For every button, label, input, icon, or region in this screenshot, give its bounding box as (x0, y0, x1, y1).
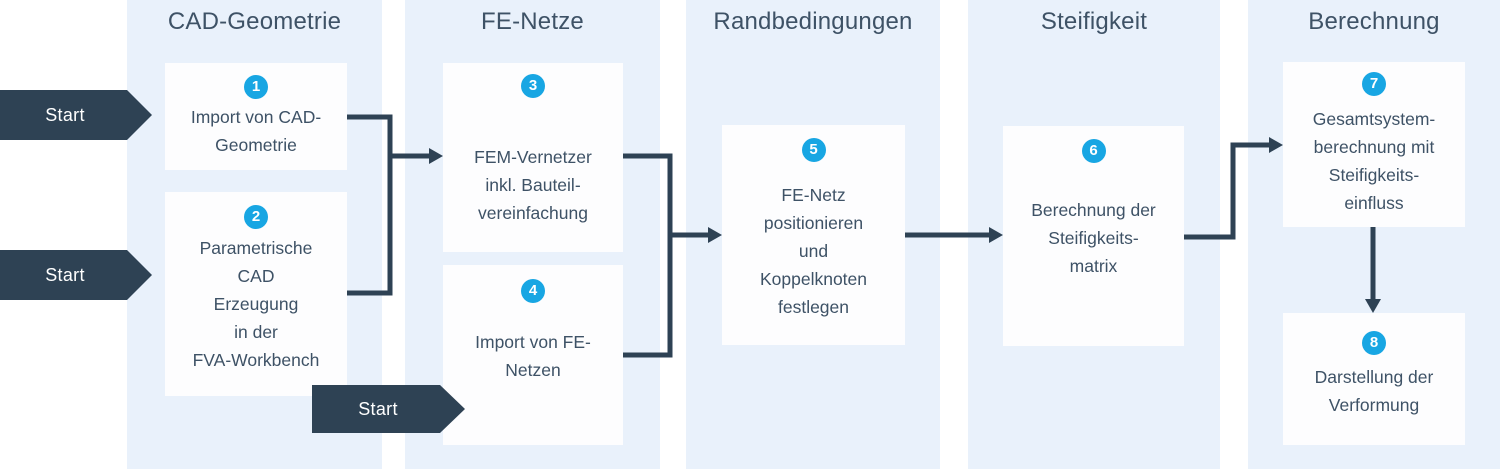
step-number-badge: 5 (801, 138, 826, 162)
start-label-3: Start (358, 398, 398, 419)
step-text: FE-Netz positionieren und Koppelknoten f… (759, 185, 868, 317)
step-box-4: 4 Import von FE- Netzen (443, 265, 623, 445)
step-number-badge: 3 (521, 74, 545, 98)
step-text: Darstellung der Verformung (1314, 367, 1434, 415)
step-number-badge: 1 (244, 75, 268, 99)
step-box-7: 7 Gesamtsystem- berechnung mit Steifigke… (1283, 62, 1465, 227)
step-box-5: 5 FE-Netz positionieren und Koppelknoten… (722, 125, 905, 345)
step-box-8: 8 Darstellung der Verformung (1283, 313, 1465, 445)
column-header-steifigkeit: Steifigkeit (1040, 8, 1148, 35)
column-header-randbedingungen: Randbedingungen (713, 8, 913, 35)
step-number-badge: 7 (1362, 72, 1386, 96)
step-text: Parametrische CAD Erzeugung in der FVA-W… (192, 238, 320, 370)
step-text: Gesamtsystem- berechnung mit Steifigkeit… (1312, 109, 1436, 213)
step-number-badge: 4 (521, 279, 545, 303)
column-header-berechnung: Berechnung (1308, 8, 1440, 35)
step-number-badge: 2 (244, 205, 268, 229)
step-text: Import von FE- Netzen (475, 332, 591, 380)
column-header-cad-geometrie: CAD-Geometrie (167, 8, 342, 35)
step-number-badge: 6 (1081, 139, 1106, 163)
start-label-2: Start (45, 264, 85, 285)
step-box-3: 3 FEM-Vernetzer inkl. Bauteil- vereinfac… (443, 63, 623, 252)
start-label-1: Start (45, 104, 85, 125)
step-text: Berechnung der Steifigkeits- matrix (1031, 200, 1156, 276)
step-number-badge: 8 (1362, 331, 1386, 355)
column-header-fe-netze: FE-Netze (481, 8, 584, 35)
step-box-2: 2 Parametrische CAD Erzeugung in der FVA… (165, 192, 347, 396)
step-box-1: 1 Import von CAD- Geometrie (165, 63, 347, 170)
step-box-6: 6 Berechnung der Steifigkeits- matrix (1003, 126, 1184, 346)
step-text: Import von CAD- Geometrie (190, 107, 322, 155)
step-text: FEM-Vernetzer inkl. Bauteil- vereinfachu… (474, 147, 592, 223)
